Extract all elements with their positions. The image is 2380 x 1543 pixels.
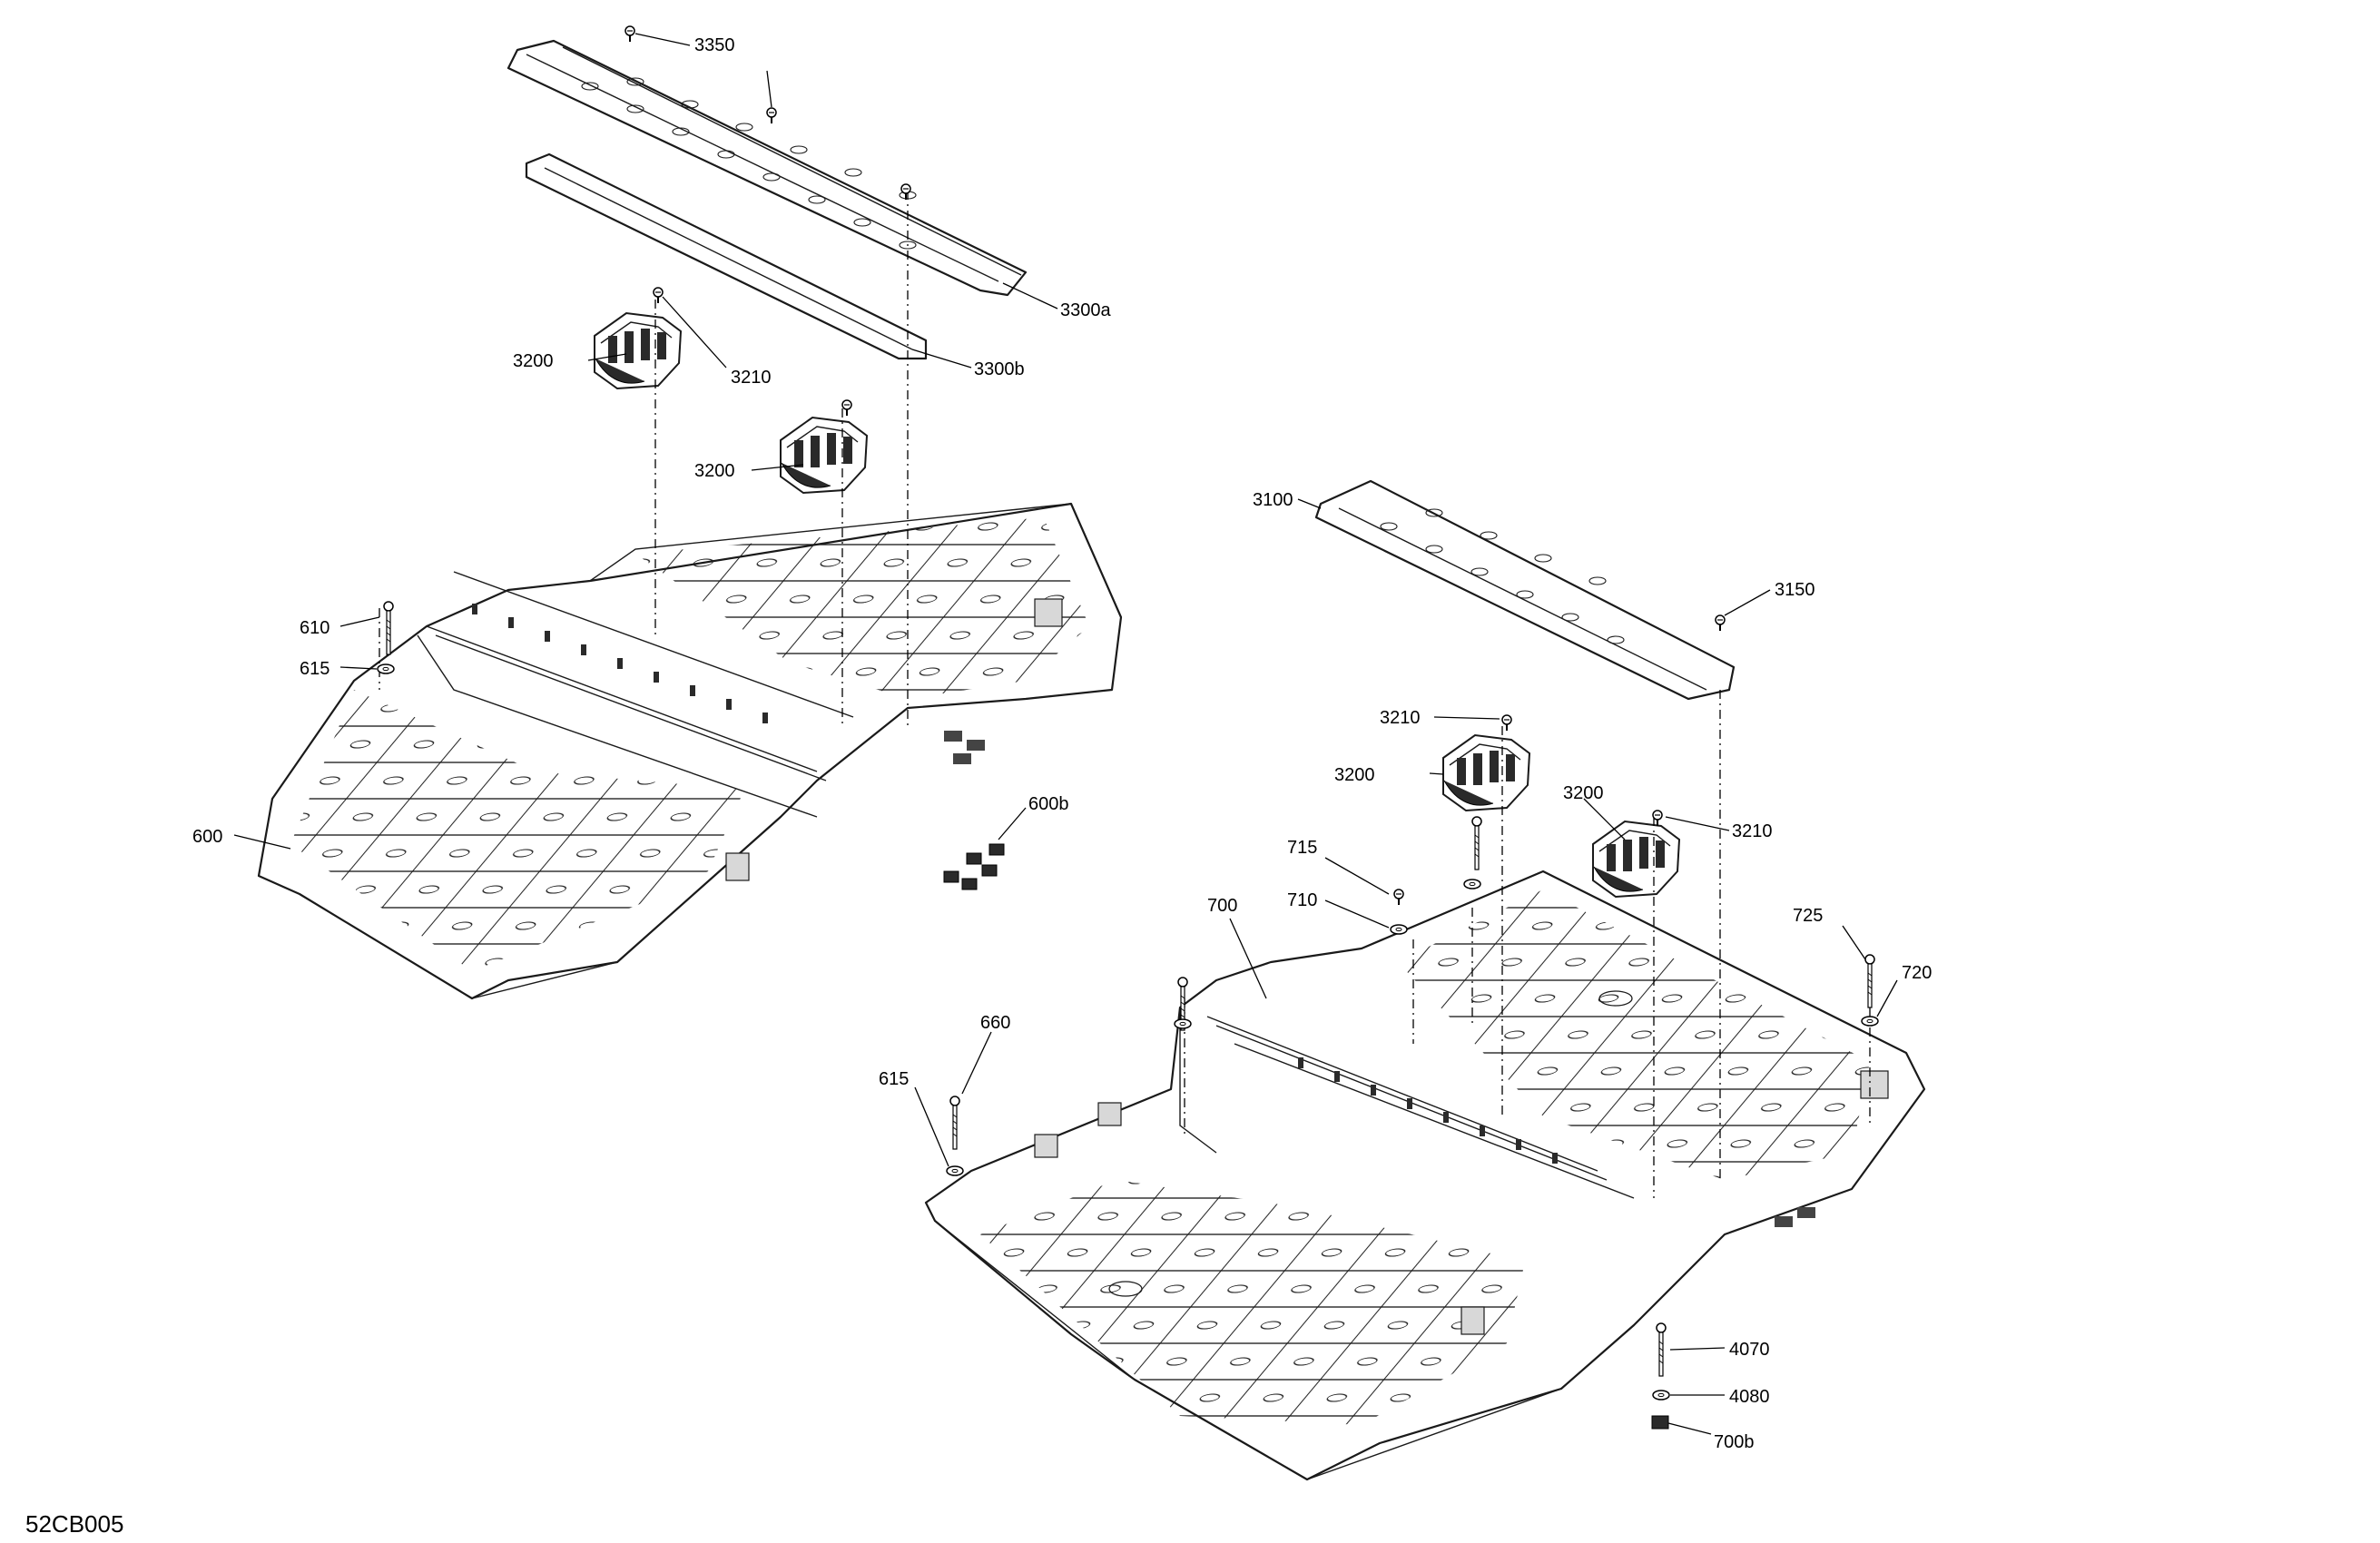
callout-715: 715 bbox=[1287, 838, 1317, 858]
washer-615-b bbox=[946, 1165, 964, 1176]
callout-3350: 3350 bbox=[694, 35, 735, 55]
clip-3200-c bbox=[1442, 734, 1530, 811]
callout-3200-c: 3200 bbox=[1334, 765, 1375, 785]
nut-700b bbox=[1651, 1415, 1669, 1430]
clip-3200-b bbox=[780, 417, 868, 494]
callout-3210-b: 3210 bbox=[1380, 708, 1421, 728]
floor-panel-700 bbox=[924, 870, 1926, 1481]
callout-4070: 4070 bbox=[1729, 1340, 1770, 1360]
clip-3200-d bbox=[1592, 821, 1680, 898]
callout-4080: 4080 bbox=[1729, 1387, 1770, 1407]
callout-615-a: 615 bbox=[300, 659, 329, 679]
figure-id: 52CB005 bbox=[25, 1510, 123, 1538]
callout-3150: 3150 bbox=[1775, 580, 1815, 600]
screw-610 bbox=[383, 601, 394, 655]
washer-700 bbox=[1174, 1018, 1192, 1029]
callout-710: 710 bbox=[1287, 890, 1317, 910]
callout-3200-d: 3200 bbox=[1563, 783, 1604, 803]
screw-725 bbox=[1864, 954, 1875, 1008]
leader-lines bbox=[233, 33, 1898, 1435]
callout-3210-c: 3210 bbox=[1732, 821, 1773, 841]
cover-3300b bbox=[525, 152, 928, 360]
clip-3200-a bbox=[594, 312, 682, 389]
nuts-600b bbox=[943, 843, 1005, 890]
screw-3200-long bbox=[1471, 816, 1482, 870]
screw-3210-c bbox=[1501, 714, 1512, 732]
callout-660: 660 bbox=[980, 1013, 1010, 1033]
fasteners bbox=[377, 25, 1879, 1430]
callout-725: 725 bbox=[1793, 906, 1823, 926]
floor-panel-600 bbox=[257, 502, 1123, 1000]
screw-715 bbox=[1393, 889, 1404, 906]
callout-3300b: 3300b bbox=[974, 359, 1025, 379]
callout-600: 600 bbox=[192, 827, 222, 847]
callout-3300a: 3300a bbox=[1060, 300, 1111, 320]
screw-3210-b bbox=[841, 399, 852, 417]
callout-3200-b: 3200 bbox=[694, 461, 735, 481]
screw-3350-b bbox=[766, 107, 777, 124]
washer-615-a bbox=[377, 663, 395, 674]
washer-4080 bbox=[1652, 1390, 1670, 1400]
callout-3210-a: 3210 bbox=[731, 368, 772, 388]
callout-720: 720 bbox=[1902, 963, 1932, 983]
screw-4070 bbox=[1656, 1322, 1667, 1377]
callout-700b: 700b bbox=[1714, 1432, 1755, 1452]
screw-3300 bbox=[900, 183, 911, 201]
callout-610: 610 bbox=[300, 618, 329, 638]
cover-3300a bbox=[506, 39, 1028, 297]
callout-700: 700 bbox=[1207, 896, 1237, 916]
callout-labels: 3350 3300a 3300b 3200 3210 3200 610 615 … bbox=[192, 35, 1932, 1452]
alignment-lines bbox=[379, 191, 1871, 1198]
callout-615-b: 615 bbox=[879, 1069, 909, 1089]
screw-3150 bbox=[1715, 614, 1726, 632]
callout-3200-a: 3200 bbox=[513, 351, 554, 371]
screw-3350-a bbox=[625, 25, 635, 43]
washer-3200 bbox=[1463, 879, 1481, 889]
screw-660 bbox=[949, 1096, 960, 1150]
callout-600b: 600b bbox=[1028, 794, 1069, 814]
washer-710 bbox=[1390, 924, 1408, 935]
cover-3100 bbox=[1314, 479, 1736, 701]
washer-720 bbox=[1861, 1016, 1879, 1027]
callout-3100: 3100 bbox=[1253, 490, 1293, 510]
